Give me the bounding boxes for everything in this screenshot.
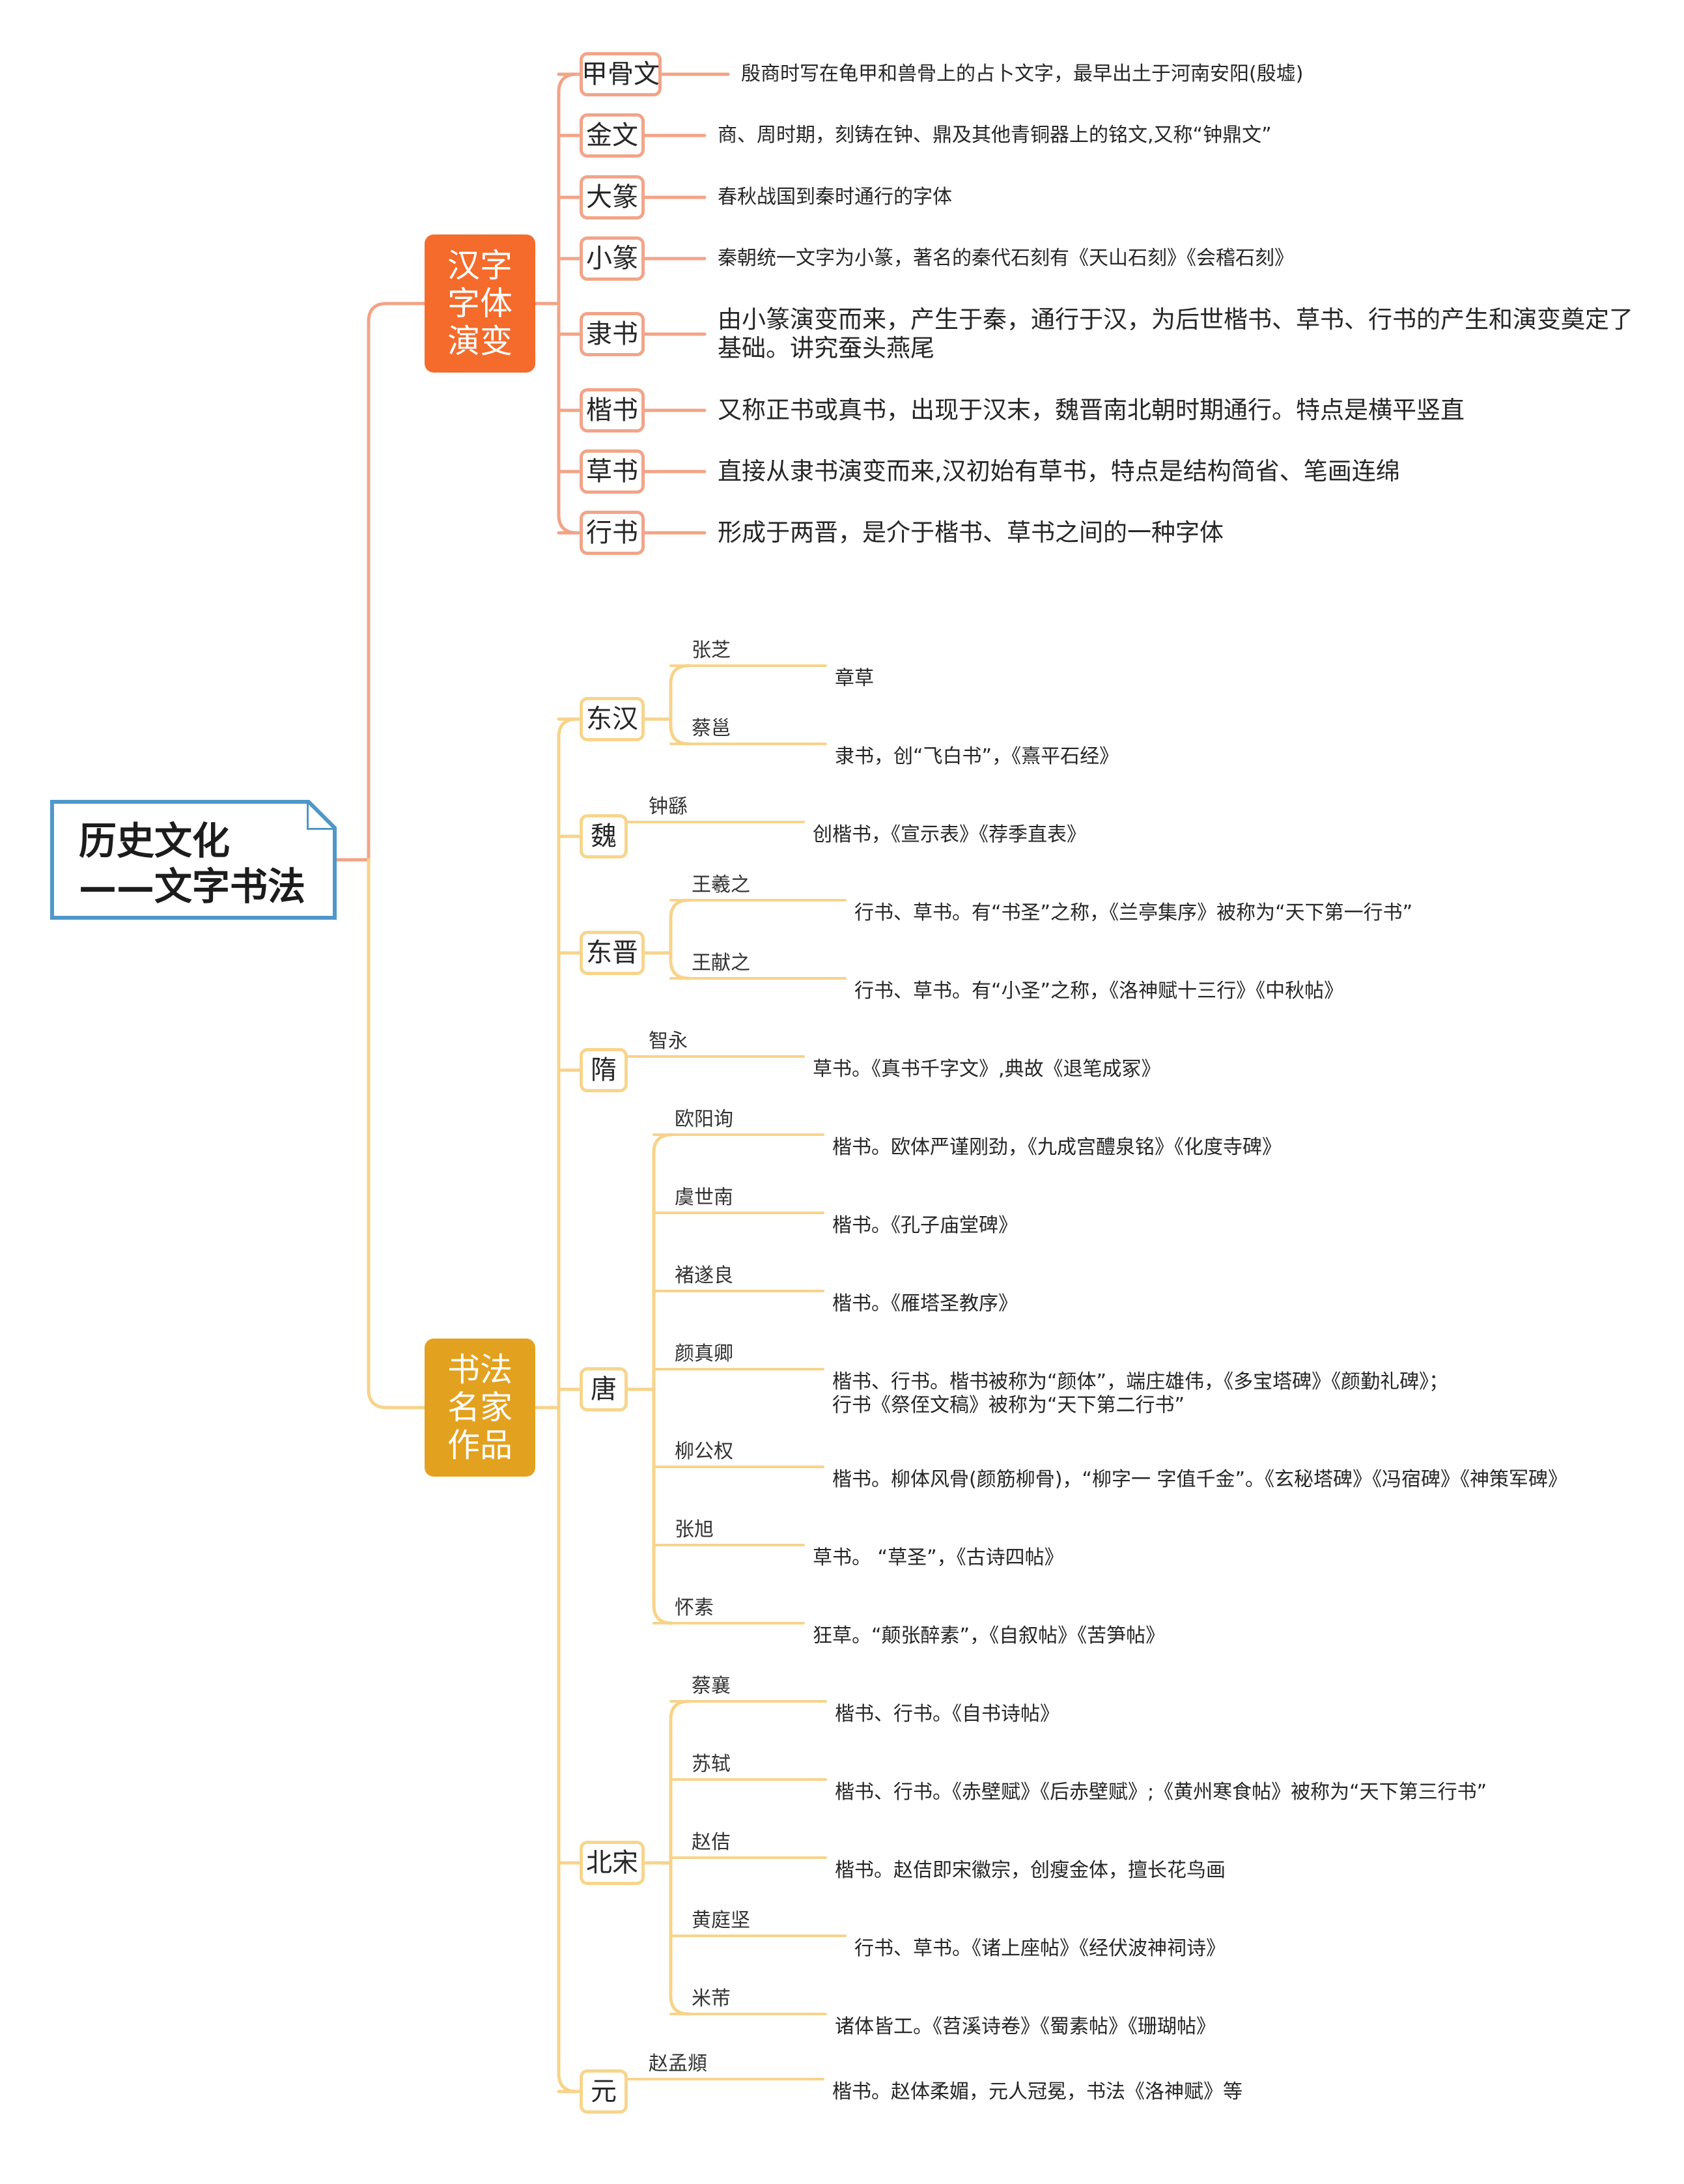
branch-script-evolution[interactable]: 汉字字体演变: [425, 234, 535, 373]
person-desc-6-2: 楷书、行书。《赤壁赋》《后赤壁赋》;《黄州寒食帖》被称为“天下第三行书”: [835, 1781, 1487, 1804]
person-desc-3-2: 行书、草书。有“小圣”之称，《洛神赋十三行》《中秋帖》: [854, 980, 1344, 1002]
branch-script-evolution-label: 汉字字体演变: [447, 247, 512, 360]
dynasty-node-3[interactable]: 东晋: [580, 931, 645, 975]
person-3-2[interactable]: 王献之: [692, 952, 750, 974]
person-6-1[interactable]: 蔡襄: [692, 1675, 731, 1697]
person-1-2[interactable]: 蔡邕: [692, 717, 731, 740]
connector: [367, 302, 427, 862]
person-5-4[interactable]: 颜真卿: [675, 1342, 733, 1365]
connector: [557, 72, 579, 535]
person-desc-5-4-line1: 楷书、行书。楷书被称为“颜体”，端庄雄伟，《多宝塔碑》《颜勤礼碑》；: [832, 1370, 1449, 1393]
page-fold-icon: [307, 800, 337, 830]
person-desc-5-1: 楷书。欧体严谨刚劲，《九成宫醴泉铭》《化度寺碑》: [832, 1136, 1282, 1159]
person-4-1[interactable]: 智永: [649, 1030, 688, 1053]
person-desc-5-2: 楷书。《孔子庙堂碑》: [832, 1214, 1018, 1237]
script-desc-7: 直接从隶书演变而来,汉初始有草书，特点是结构简省、笔画连绵: [718, 457, 1400, 485]
person-desc-5-5: 楷书。柳体风骨(颜筋柳骨)，“柳字一 字值千金”。《玄秘塔碑》《冯宿碑》《神策军…: [832, 1468, 1568, 1491]
person-desc-5-4-line2: 行书《祭侄文稿》被称为“天下第二行书”: [832, 1394, 1185, 1417]
script-desc-1: 殷商时写在龟甲和兽骨上的占卜文字，最早出土于河南安阳(殷墟): [741, 63, 1304, 85]
script-desc-5-line2: 基础。讲究蚕头燕尾: [718, 334, 934, 362]
root-topic[interactable]: 历史文化 ——文字书法: [50, 800, 337, 920]
script-node-8[interactable]: 行书: [580, 511, 645, 555]
person-7-1[interactable]: 赵孟頫: [649, 2052, 707, 2075]
script-desc-2: 商、周时期，刻铸在钟、鼎及其他青铜器上的铭文,又称“钟鼎文”: [718, 124, 1272, 147]
person-desc-4-1: 草书。《真书千字文》,典故《退笔成冢》: [813, 1058, 1161, 1081]
person-5-2[interactable]: 虞世南: [675, 1186, 733, 1209]
person-6-5[interactable]: 米芾: [692, 1987, 731, 2010]
connector: [652, 1133, 674, 1625]
connector: [367, 858, 427, 1410]
script-desc-6: 又称正书或真书，出现于汉末，魏晋南北朝时期通行。特点是横平竖直: [718, 396, 1465, 424]
connector: [557, 717, 579, 2093]
person-desc-1-1: 章草: [835, 667, 874, 690]
person-6-2[interactable]: 苏轼: [692, 1753, 731, 1776]
person-6-4[interactable]: 黄庭坚: [692, 1909, 750, 1932]
person-desc-6-3: 楷书。赵佶即宋徽宗，创瘦金体，擅长花鸟画: [835, 1859, 1226, 1882]
person-desc-5-3: 楷书。《雁塔圣教序》: [832, 1292, 1018, 1315]
person-desc-5-6: 草书。 “草圣”，《古诗四帖》: [813, 1546, 1064, 1569]
dynasty-node-4[interactable]: 隋: [580, 1048, 628, 1092]
dynasty-node-7[interactable]: 元: [580, 2069, 628, 2114]
person-desc-2-1: 创楷书，《宣示表》《荐季直表》: [813, 823, 1086, 846]
person-6-3[interactable]: 赵佶: [692, 1831, 731, 1854]
script-node-3[interactable]: 大篆: [580, 175, 645, 220]
dynasty-node-1[interactable]: 东汉: [580, 697, 645, 741]
script-node-1[interactable]: 甲骨文: [580, 52, 662, 96]
person-5-5[interactable]: 柳公权: [675, 1440, 733, 1463]
person-3-1[interactable]: 王羲之: [692, 873, 750, 896]
person-desc-6-5: 诸体皆工。《苕溪诗卷》《蜀素帖》《珊瑚帖》: [835, 2015, 1216, 2038]
person-5-7[interactable]: 怀素: [675, 1596, 714, 1619]
connector: [669, 664, 691, 746]
person-2-1[interactable]: 钟繇: [649, 795, 688, 818]
script-node-2[interactable]: 金文: [580, 113, 645, 158]
person-5-3[interactable]: 褚遂良: [675, 1264, 733, 1287]
script-desc-5-line1: 由小篆演变而来，产生于秦，通行于汉，为后世楷书、草书、行书的产生和演变奠定了: [718, 305, 1633, 333]
dynasty-node-2[interactable]: 魏: [580, 814, 628, 858]
person-desc-7-1: 楷书。赵体柔媚，元人冠冕，书法《洛神赋》等: [832, 2080, 1242, 2103]
dynasty-node-6[interactable]: 北宋: [580, 1841, 645, 1885]
script-node-6[interactable]: 楷书: [580, 388, 645, 433]
root-title-line2: ——文字书法: [79, 864, 306, 909]
connector: [669, 898, 691, 980]
script-node-4[interactable]: 小篆: [580, 236, 645, 281]
person-5-6[interactable]: 张旭: [675, 1518, 714, 1541]
script-desc-3: 春秋战国到秦时通行的字体: [718, 186, 952, 208]
script-desc-8: 形成于两晋，是介于楷书、草书之间的一种字体: [718, 518, 1224, 546]
person-desc-6-1: 楷书、行书。《自书诗帖》: [835, 1703, 1060, 1725]
person-desc-6-4: 行书、草书。《诸上座帖》《经伏波神祠诗》: [854, 1937, 1226, 1960]
person-1-1[interactable]: 张芝: [692, 639, 731, 662]
dynasty-node-5[interactable]: 唐: [580, 1367, 628, 1411]
person-desc-1-2: 隶书，创“飞白书”，《熹平石经》: [835, 745, 1119, 768]
root-title-line1: 历史文化: [79, 819, 231, 863]
person-desc-3-1: 行书、草书。有“书圣”之称，《兰亭集序》被称为“天下第一行书”: [854, 901, 1413, 924]
person-desc-5-7: 狂草。“颠张醉素”，《自叙帖》《苦笋帖》: [813, 1624, 1166, 1647]
person-5-1[interactable]: 欧阳询: [675, 1108, 733, 1131]
script-node-7[interactable]: 草书: [580, 449, 645, 494]
branch-calligraphers-label: 书法名家作品: [447, 1351, 512, 1464]
script-node-5[interactable]: 隶书: [580, 312, 645, 356]
script-desc-4: 秦朝统一文字为小篆，著名的秦代石刻有《天山石刻》《会稽石刻》: [718, 247, 1294, 270]
branch-calligraphers[interactable]: 书法名家作品: [425, 1339, 535, 1477]
